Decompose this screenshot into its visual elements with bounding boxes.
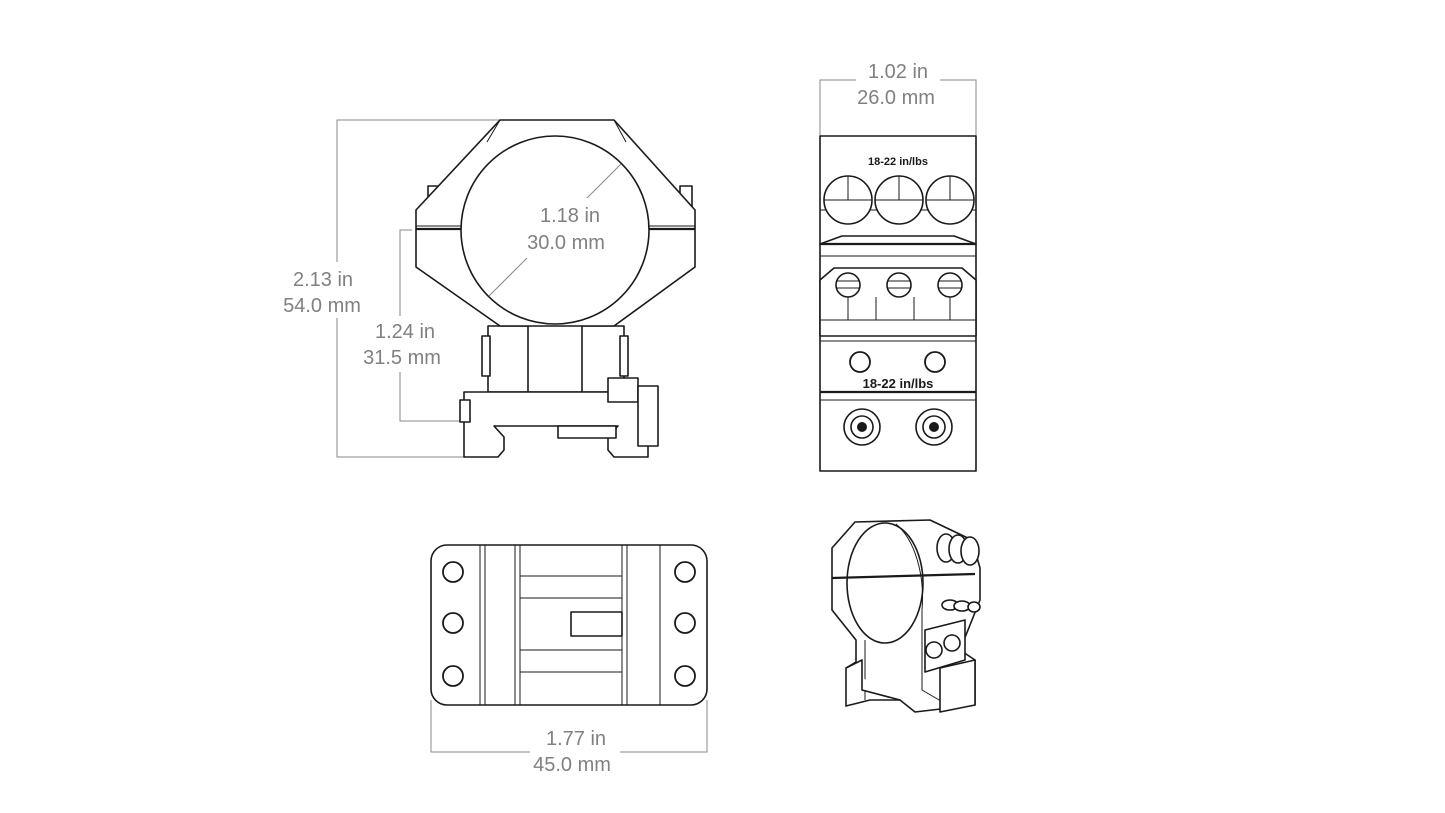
top-bolt-holes	[442, 561, 696, 687]
bore-diameter-label: 1.18 in 30.0 mm	[527, 205, 605, 254]
base-rail-clamp	[463, 391, 649, 458]
right-upright-screw	[619, 335, 629, 377]
ring-width-dimension-line-right	[940, 79, 977, 136]
base-torque-label: 18-22 in/lbs	[863, 376, 934, 391]
iso-clamp-screw-left	[925, 641, 943, 659]
cap-split-band	[819, 235, 977, 245]
center-height-label: 1.24 in 31.5 mm	[363, 321, 441, 369]
base-length-dimension-line-left	[430, 700, 530, 753]
iso-clamp-jaw	[939, 659, 976, 713]
clamp-jaw-top	[607, 377, 639, 403]
clamp-bolt	[637, 385, 659, 447]
ring-width-label: 1.02 in 26.0 mm	[857, 61, 935, 109]
iso-clamp-screw-right	[943, 634, 961, 652]
iso-bore	[846, 522, 924, 644]
ring-width-inches: 1.02 in	[868, 61, 928, 83]
lower-screw-ends	[835, 272, 963, 320]
center-height-mm: 31.5 mm	[363, 347, 441, 369]
cap-screw-left	[823, 175, 873, 225]
iso-cap-screws	[936, 533, 980, 566]
left-upright-screw	[481, 335, 491, 377]
overall-height-label: 2.13 in 54.0 mm	[283, 269, 361, 317]
top-view	[430, 544, 708, 753]
iso-lower-screws	[941, 599, 981, 613]
iso-rail-clamp	[845, 659, 901, 701]
cap-torque-label: 18-22 in/lbs	[868, 156, 928, 168]
clamp-torx-screw-right	[915, 408, 953, 446]
base-bolt-hole-left	[849, 351, 871, 373]
center-height-inches: 1.24 in	[375, 321, 435, 343]
overall-height-inches: 2.13 in	[293, 269, 353, 291]
base-length-mm: 45.0 mm	[533, 754, 611, 776]
recoil-lug	[557, 425, 617, 439]
base-plan-outline	[430, 544, 708, 706]
ring-width-dimension-line-left	[819, 79, 856, 136]
overall-height-mm: 54.0 mm	[283, 295, 361, 317]
base-bolt-hole-right	[924, 351, 946, 373]
side-view	[819, 79, 977, 472]
iso-split-line	[831, 572, 976, 580]
isometric-view	[831, 519, 981, 713]
cap-screw-right	[925, 175, 975, 225]
ring-width-mm: 26.0 mm	[857, 87, 935, 109]
front-view	[336, 119, 696, 458]
base-length-dimension-line-right	[620, 700, 708, 753]
clamp-torx-screw-left	[843, 408, 881, 446]
base-length-inches: 1.77 in	[546, 728, 606, 750]
left-base-nut	[459, 399, 471, 423]
bore-diameter-inches: 1.18 in	[540, 205, 600, 227]
recoil-lug-slot	[570, 611, 623, 637]
cap-screw-middle	[874, 175, 924, 225]
ring-uprights	[487, 325, 625, 393]
bore-diameter-mm: 30.0 mm	[527, 232, 605, 254]
base-length-label: 1.77 in 45.0 mm	[533, 728, 611, 776]
